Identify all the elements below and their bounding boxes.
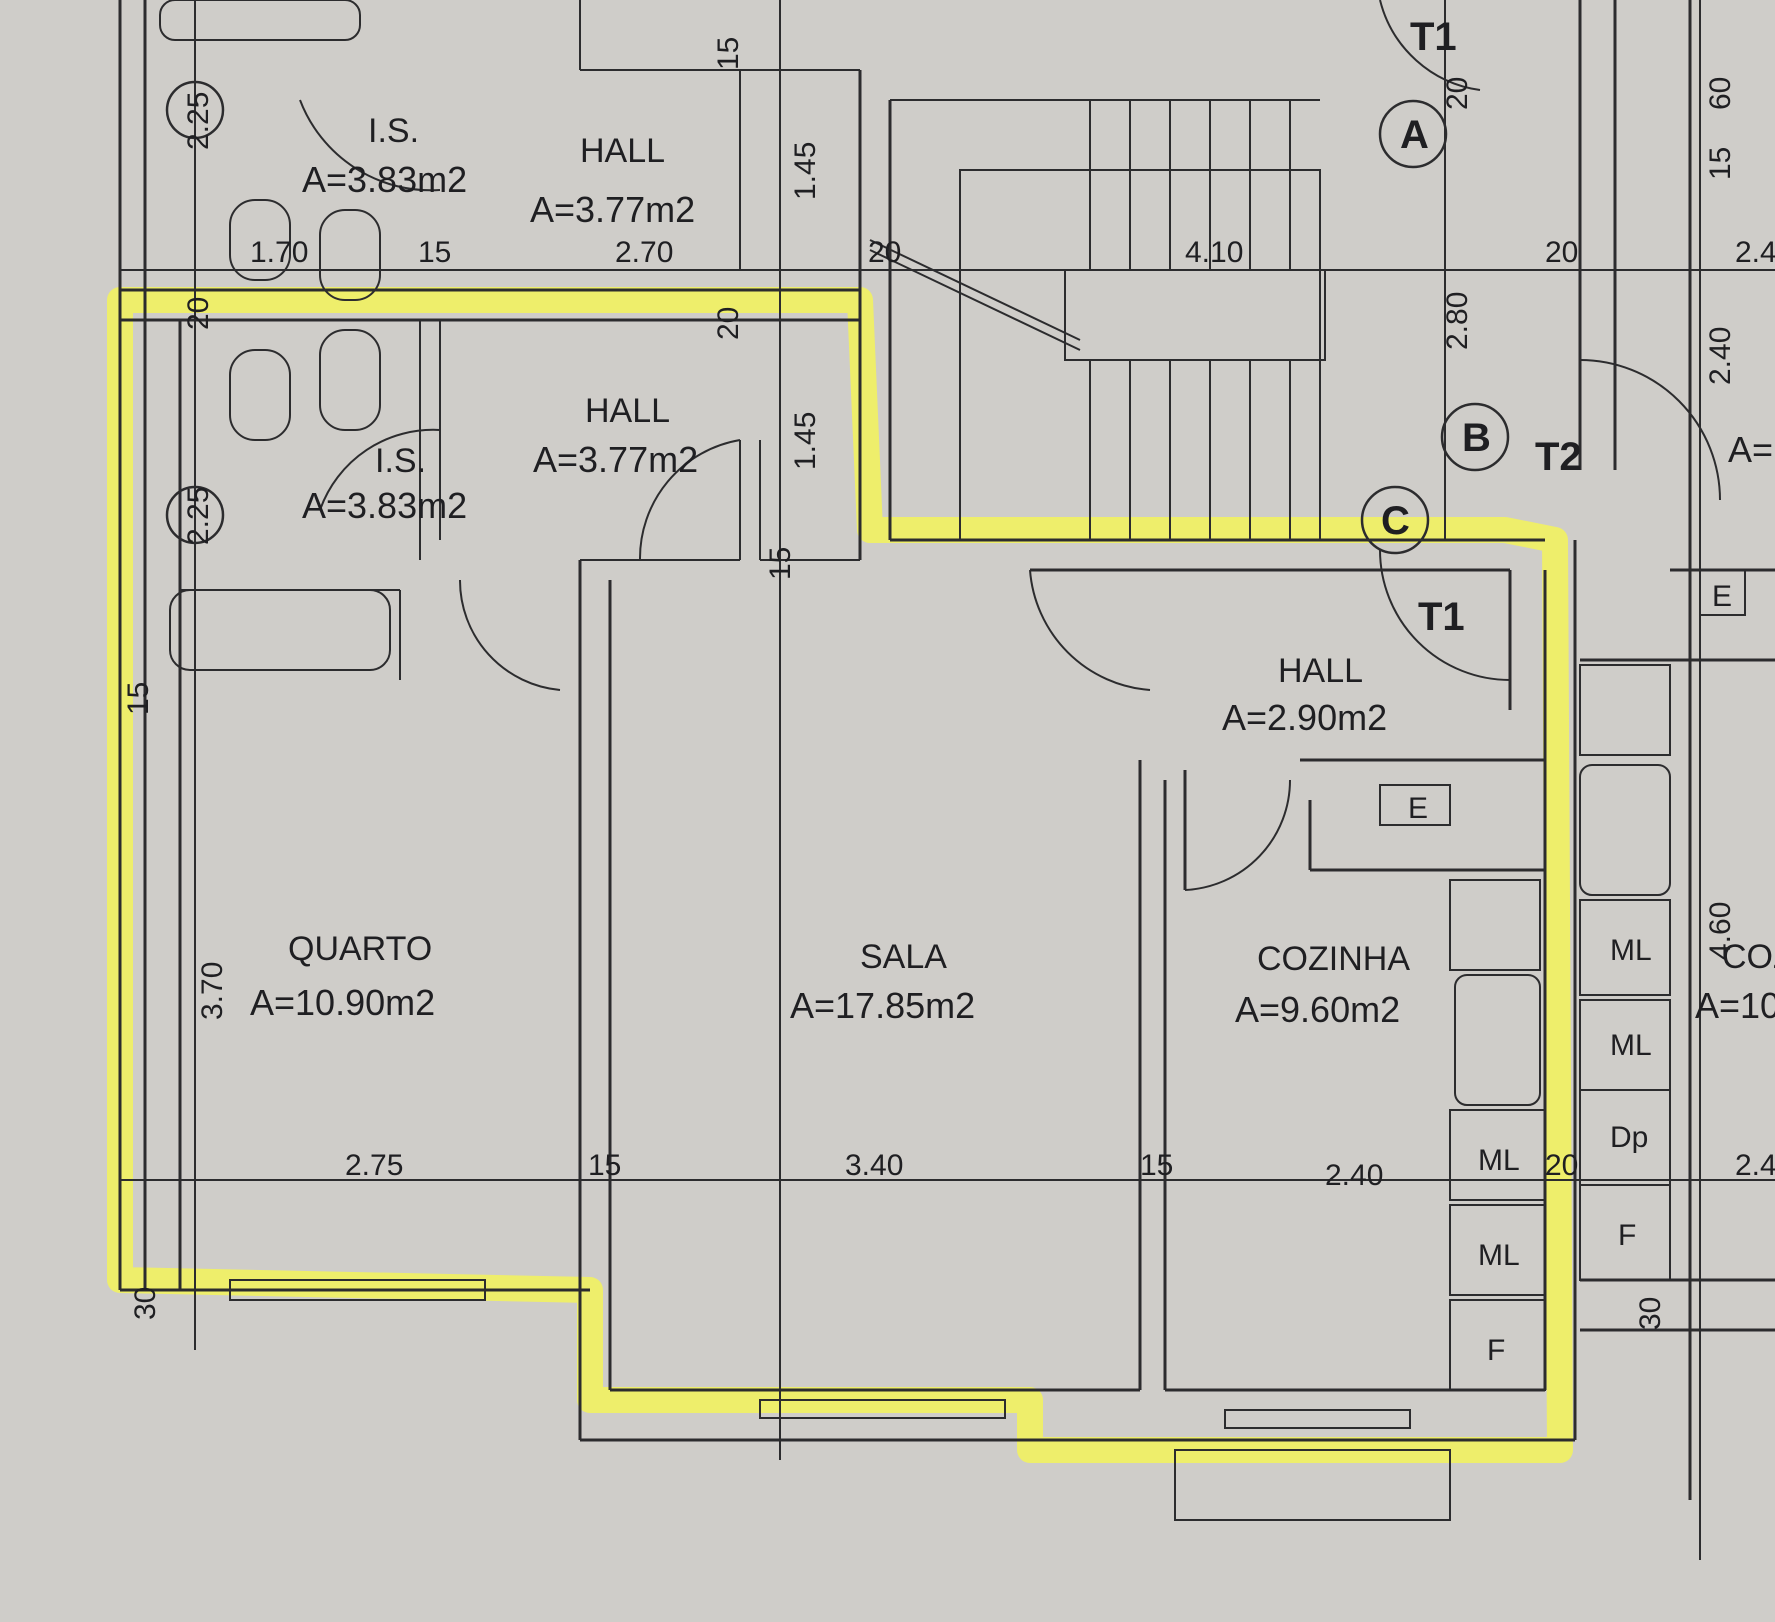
dim-4-10: 4.10 — [1185, 236, 1243, 269]
stairs — [869, 99, 1326, 541]
room-sala-name: SALA — [860, 938, 947, 976]
dim-20-a: 20 — [182, 297, 215, 330]
dim-20-c: 20 — [868, 236, 901, 269]
partitions — [180, 0, 860, 1460]
dim-3-40: 3.40 — [845, 1149, 903, 1182]
dim-2-4-b: 2.4 — [1735, 1149, 1775, 1182]
fixture-f-2: F — [1487, 1334, 1505, 1367]
dim-15-e: 15 — [764, 547, 797, 580]
circle-b-label: B — [1462, 416, 1491, 460]
room-hall-t1-area: A=2.90m2 — [1222, 697, 1387, 738]
room-is-mid-area: A=3.83m2 — [302, 485, 467, 526]
dim-2-40-v: 2.40 — [1704, 327, 1737, 385]
room-hall-mid-name: HALL — [585, 392, 670, 430]
dim-1-45-b: 1.45 — [789, 412, 822, 470]
circle-a-label: A — [1400, 113, 1429, 157]
doors — [299, 0, 1721, 891]
dim-2-25-b: 2.25 — [182, 487, 215, 545]
room-quarto-name: QUARTO — [288, 930, 432, 968]
dim-20-e: 20 — [1441, 77, 1474, 110]
reference-circles — [165, 80, 1510, 555]
dim-15-r: 15 — [1704, 147, 1737, 180]
dim-15-left: 15 — [122, 682, 155, 715]
room-is-top-area: A=3.83m2 — [302, 159, 467, 200]
tag-t1: T1 — [1418, 595, 1465, 639]
dim-20-f: 20 — [1545, 1149, 1578, 1182]
room-sala-area: A=17.85m2 — [790, 985, 975, 1026]
room-is-mid-name: I.S. — [375, 442, 426, 480]
dim-15-b: 15 — [588, 1149, 621, 1182]
fixture-ml-3: ML — [1478, 1144, 1520, 1177]
right-unit-coz: COZ — [1722, 938, 1775, 976]
fixture-dp: Dp — [1610, 1121, 1648, 1154]
tag-t1-top: T1 — [1410, 15, 1457, 59]
circle-a — [1378, 99, 1448, 169]
dim-15-c: 15 — [1140, 1149, 1173, 1182]
dim-30-b: 30 — [1634, 1297, 1667, 1330]
sanitary-fixtures — [159, 0, 391, 671]
room-hall-top-area: A=3.77m2 — [530, 189, 695, 230]
fixture-e-right: E — [1712, 580, 1732, 613]
dim-2-70: 2.70 — [615, 236, 673, 269]
unit-highlight-outline — [107, 287, 1573, 1463]
circle-c — [1360, 485, 1430, 555]
dim-3-70: 3.70 — [196, 962, 229, 1020]
dim-60: 60 — [1704, 77, 1737, 110]
dim-20-d: 20 — [1545, 236, 1578, 269]
room-cozinha-area: A=9.60m2 — [1235, 989, 1400, 1030]
room-hall-t1-name: HALL — [1278, 652, 1363, 690]
dim-1-70: 1.70 — [250, 236, 308, 269]
room-cozinha-name: COZINHA — [1257, 940, 1410, 978]
dim-20-b: 20 — [712, 307, 745, 340]
dim-2-40: 2.40 — [1325, 1159, 1383, 1192]
fixture-e-kitchen: E — [1408, 792, 1428, 825]
fixture-ml-4: ML — [1478, 1239, 1520, 1272]
dim-2-80: 2.80 — [1441, 292, 1474, 350]
room-hall-mid-area: A=3.77m2 — [533, 439, 698, 480]
fixture-ml-2: ML — [1610, 1029, 1652, 1062]
room-hall-top-name: HALL — [580, 132, 665, 170]
dim-circle-1 — [165, 80, 225, 140]
dim-1-45-a: 1.45 — [789, 142, 822, 200]
circle-c-label: C — [1381, 499, 1410, 543]
dim-15-a: 15 — [418, 236, 451, 269]
room-is-top-name: I.S. — [368, 112, 419, 150]
circle-b — [1440, 402, 1510, 472]
tag-t2: T2 — [1535, 435, 1582, 479]
dim-2-4-r: 2.4 — [1735, 236, 1775, 269]
room-quarto-area: A=10.90m2 — [250, 982, 435, 1023]
dim-30-a: 30 — [129, 1287, 162, 1320]
right-unit-area-a: A= — [1728, 429, 1773, 470]
dim-15-top: 15 — [712, 37, 745, 70]
dim-circle-2 — [165, 485, 225, 545]
fixture-f-1: F — [1618, 1219, 1636, 1252]
dim-2-25-a: 2.25 — [182, 92, 215, 150]
kitchen-units — [1379, 569, 1746, 1391]
dim-4-60: 4.60 — [1704, 902, 1737, 960]
dimension-lines — [120, 0, 1775, 1560]
dim-2-75: 2.75 — [345, 1149, 403, 1182]
right-unit-area-b: A=10 — [1695, 985, 1775, 1026]
fixture-ml-1: ML — [1610, 934, 1652, 967]
windows — [229, 1279, 1451, 1521]
